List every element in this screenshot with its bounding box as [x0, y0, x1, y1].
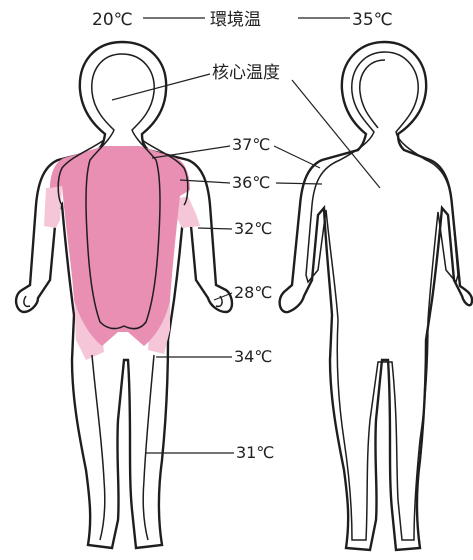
cold-arm-left-cool: [44, 186, 62, 228]
label-core: 核心温度: [212, 63, 280, 83]
header-left-temp: 20℃: [92, 10, 133, 30]
label-34: 34℃: [234, 347, 272, 366]
label-32: 32℃: [234, 219, 272, 238]
figure-cold: [16, 42, 232, 548]
label-31: 31℃: [236, 443, 274, 462]
leader-37-right: [274, 146, 320, 168]
header-title: 環境温: [210, 10, 261, 30]
header-right-temp: 35℃: [352, 10, 393, 30]
figure-warm: [280, 42, 472, 550]
warm-body-outline: [280, 42, 472, 550]
label-36: 36℃: [232, 173, 270, 192]
header: 20℃ 環境温 35℃: [92, 10, 393, 30]
label-28: 28℃: [234, 283, 272, 302]
label-37: 37℃: [232, 135, 270, 154]
